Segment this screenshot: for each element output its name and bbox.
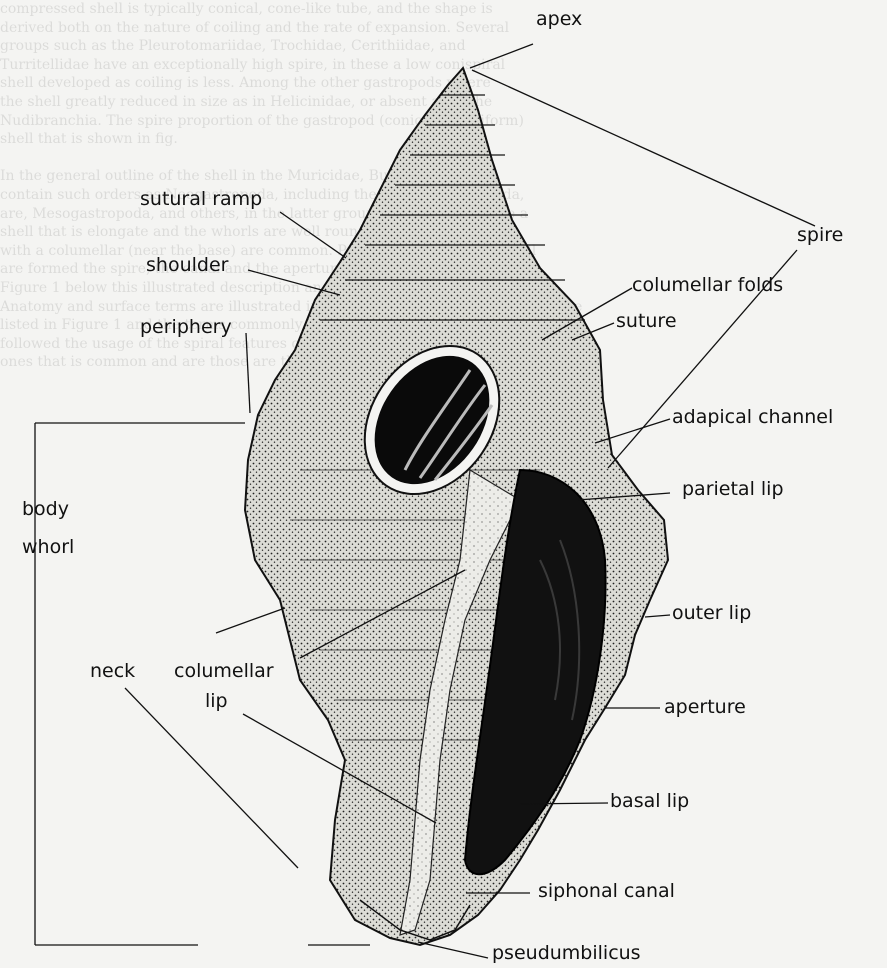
- label-basal-lip: basal lip: [610, 792, 689, 812]
- label-parietal-lip: parietal lip: [682, 480, 784, 500]
- label-apex: apex: [536, 10, 582, 30]
- label-suture: suture: [616, 312, 677, 332]
- label-sutural-ramp: sutural ramp: [140, 190, 262, 210]
- label-outer-lip: outer lip: [672, 604, 751, 624]
- label-neck: neck: [90, 662, 135, 682]
- shell-body: [245, 68, 668, 945]
- label-adapical-channel: adapical channel: [672, 408, 833, 428]
- label-body: body: [22, 500, 69, 520]
- label-siphonal-canal: siphonal canal: [538, 882, 675, 902]
- label-columellar: columellar: [174, 662, 274, 682]
- label-periphery: periphery: [140, 318, 232, 338]
- label-whorl: whorl: [22, 538, 74, 558]
- label-shoulder: shoulder: [146, 256, 228, 276]
- label-pseudumbilicus: pseudumbilicus: [492, 944, 641, 964]
- label-spire: spire: [797, 226, 843, 246]
- label-aperture: aperture: [664, 698, 746, 718]
- label-lip: lip: [205, 692, 228, 712]
- label-columellar-folds: columellar folds: [632, 276, 783, 296]
